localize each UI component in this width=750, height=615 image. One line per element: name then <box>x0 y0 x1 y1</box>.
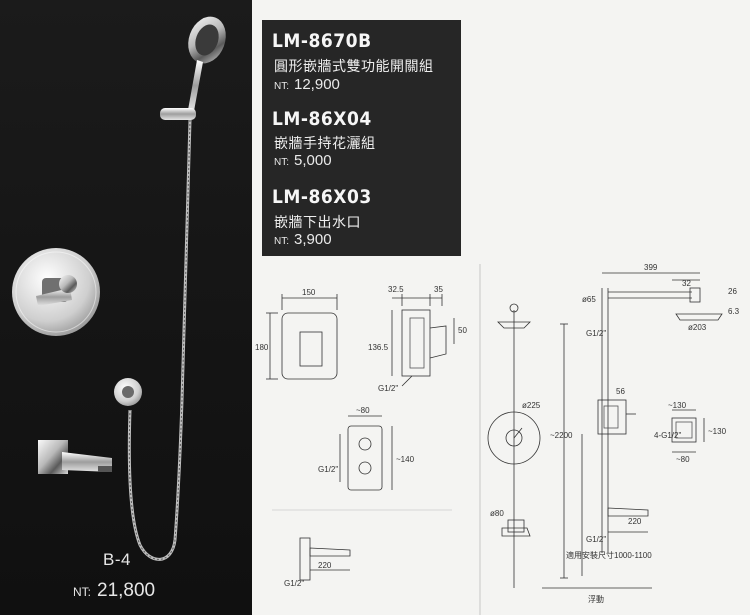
dim-150: 150 <box>302 288 316 297</box>
dim-6-3: 6.3 <box>728 307 740 316</box>
dim-136-5: 136.5 <box>368 343 389 352</box>
item-price-1: NT: 12,900 <box>274 76 340 93</box>
component-list: LM-8670B 圓形嵌牆式雙功能開關組 NT: 12,900 LM-86X04… <box>262 20 461 256</box>
dim-32-5: 32.5 <box>388 285 404 294</box>
install-range: 適用安裝尺寸1000-1100 <box>566 550 652 560</box>
mixer-valve-plate <box>12 248 100 336</box>
dim-140: ~140 <box>396 455 415 464</box>
dim-225: ø225 <box>522 401 541 410</box>
product-model: B-4 <box>103 550 131 569</box>
item-code-3: LM-86X03 <box>272 186 372 208</box>
dim-180: 180 <box>255 343 269 352</box>
dim-35: 35 <box>434 285 443 294</box>
item-code-1: LM-8670B <box>272 30 372 52</box>
dim-220-a: 220 <box>318 561 332 570</box>
dim-g12-b: G1/2" <box>318 465 338 474</box>
price-prefix: NT: <box>73 585 91 599</box>
dim-g12-d: G1/2" <box>586 329 606 338</box>
dim-130-b: ~130 <box>708 427 727 436</box>
item-price-prefix-2: NT: <box>274 157 289 168</box>
diverter-knob <box>59 275 77 293</box>
item-price-value-3: 3,900 <box>294 231 332 248</box>
float-label: 浮動 <box>588 594 604 604</box>
bath-spout <box>38 440 112 474</box>
item-price-prefix-3: NT: <box>274 236 289 247</box>
item-description-1: 圓形嵌牆式雙功能開關組 <box>274 58 434 74</box>
dim-g12-c: G1/2" <box>284 579 304 588</box>
item-price-value-1: 12,900 <box>294 76 340 93</box>
mixer-lever <box>36 288 72 306</box>
item-code-2: LM-86X04 <box>272 108 372 130</box>
product-photo <box>12 16 226 561</box>
dim-80-b: ~80 <box>676 455 690 464</box>
dim-56: 56 <box>616 387 625 396</box>
dimension-drawings: 150 180 32.5 35 50 136.5 G1/2" ~80 ~140 … <box>255 263 740 615</box>
dim-2200: ~2200 <box>550 431 573 440</box>
item-price-value-2: 5,000 <box>294 152 332 169</box>
item-description-3: 嵌牆下出水口 <box>274 214 361 230</box>
item-price-3: NT: 3,900 <box>274 231 332 248</box>
product-price: NT: 21,800 <box>73 580 155 602</box>
technical-drawings: 150 180 32.5 35 50 136.5 G1/2" ~80 ~140 … <box>252 258 750 615</box>
dim-g12-e: G1/2" <box>586 535 606 544</box>
item-price-prefix-1: NT: <box>274 81 289 92</box>
price-value: 21,800 <box>97 580 156 601</box>
dim-220-b: 220 <box>628 517 642 526</box>
product-photo-panel: B-4 NT: 21,800 <box>0 0 252 615</box>
dim-399: 399 <box>644 263 658 272</box>
item-description-2: 嵌牆手持花灑組 <box>274 135 376 151</box>
dim-50: 50 <box>458 326 467 335</box>
dim-g12-a: G1/2" <box>378 384 398 393</box>
shower-bracket <box>160 108 196 120</box>
dim-65: ø65 <box>582 295 596 304</box>
item-price-2: NT: 5,000 <box>274 152 332 169</box>
dim-130-a: ~130 <box>668 401 687 410</box>
dim-80-c: ø80 <box>490 509 504 518</box>
hand-shower-head <box>188 16 226 111</box>
shower-hose <box>127 119 192 561</box>
dim-203: ø203 <box>688 323 707 332</box>
dim-4-g12: 4-G1/2" <box>654 431 681 440</box>
dim-26: 26 <box>728 287 737 296</box>
dim-32: 32 <box>682 279 691 288</box>
dim-80-a: ~80 <box>356 406 370 415</box>
